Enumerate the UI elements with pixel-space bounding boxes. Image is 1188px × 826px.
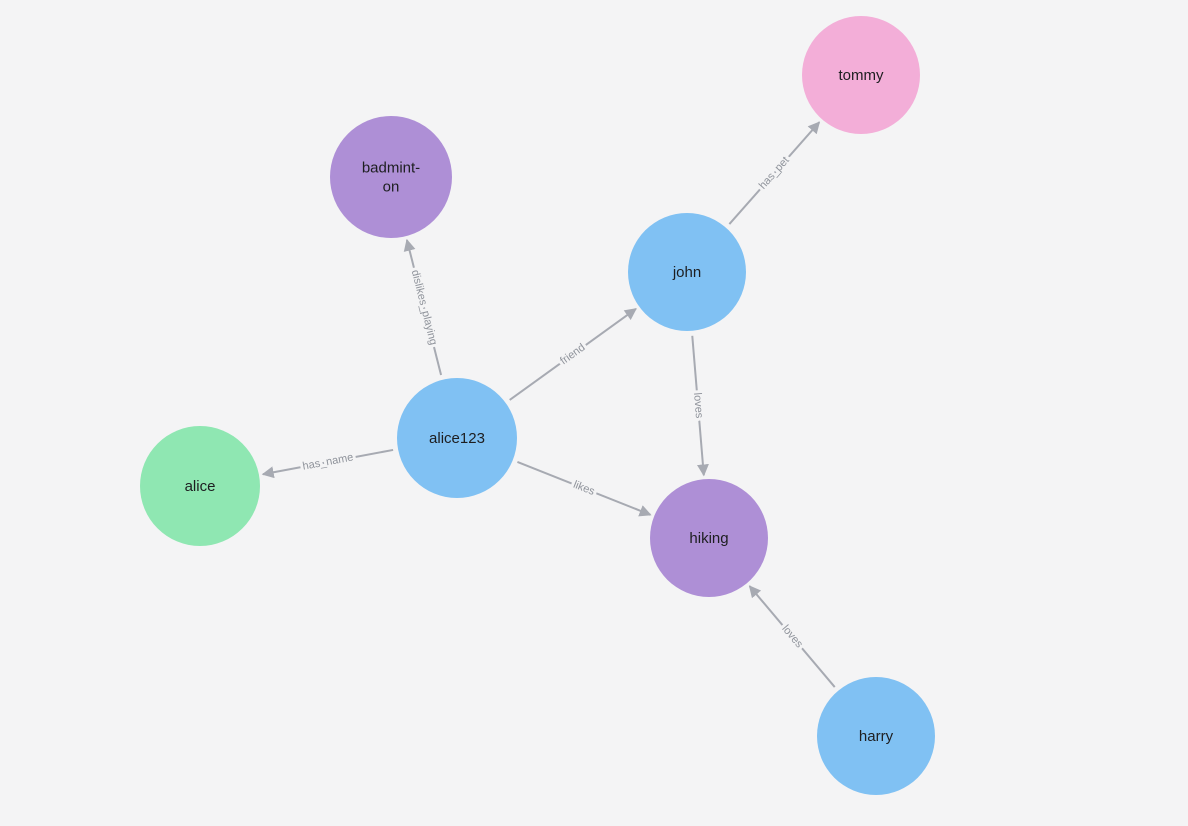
edge-line[interactable] (509, 308, 637, 401)
graph-node-harry[interactable]: harry (817, 677, 935, 795)
graph-node-john[interactable]: john (628, 213, 746, 331)
edge-line[interactable] (691, 335, 709, 477)
graph-edge-john-tommy[interactable]: has_pet (728, 121, 821, 225)
node-circle[interactable] (397, 378, 517, 498)
graph-node-badminton[interactable]: badmint-on (330, 116, 452, 238)
graph-edge-alice123-alice[interactable]: has_name (261, 448, 394, 479)
graph-edge-harry-hiking[interactable]: loves (748, 585, 836, 688)
graph-node-hiking[interactable]: hiking (650, 479, 768, 597)
graph-edge-alice123-badminton[interactable]: dislikes_playing (403, 238, 443, 376)
graph-edge-alice123-john[interactable]: friend (509, 308, 637, 401)
graph-edge-alice123-hiking[interactable]: likes (517, 461, 652, 517)
edge-line[interactable] (517, 461, 652, 517)
node-layer: tommy badmint-on john alice123 alice hiking ha… (140, 16, 935, 795)
graph-node-alice[interactable]: alice (140, 426, 260, 546)
node-circle[interactable] (140, 426, 260, 546)
edge-line[interactable] (261, 448, 394, 479)
edge-line[interactable] (728, 121, 821, 225)
graph-node-alice123[interactable]: alice123 (397, 378, 517, 498)
node-circle[interactable] (802, 16, 920, 134)
node-circle[interactable] (650, 479, 768, 597)
graph-edge-john-hiking[interactable]: loves (688, 335, 709, 477)
node-circle[interactable] (817, 677, 935, 795)
node-circle[interactable] (330, 116, 452, 238)
graph-node-tommy[interactable]: tommy (802, 16, 920, 134)
edge-line[interactable] (748, 585, 836, 688)
node-circle[interactable] (628, 213, 746, 331)
edge-line[interactable] (403, 238, 443, 376)
